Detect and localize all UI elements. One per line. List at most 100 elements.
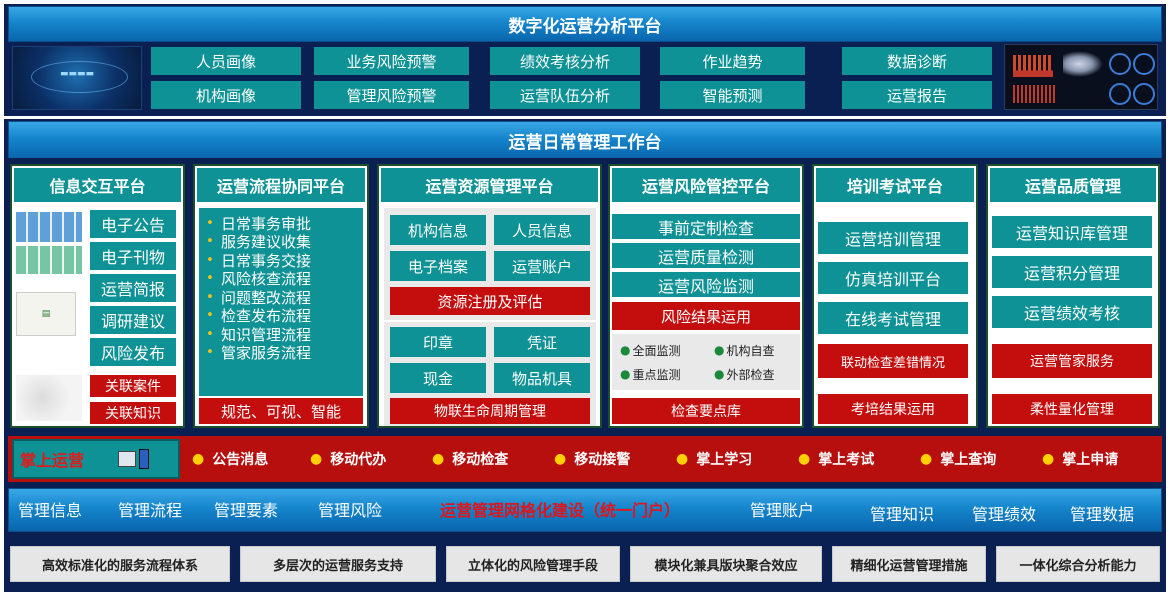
risk-checkpoint-library[interactable]: 检查要点库 [612, 398, 800, 424]
process-item[interactable]: • 日常事务审批 [199, 214, 363, 233]
training-linkage-check[interactable]: 联动检查差错情况 [818, 344, 968, 378]
resource-e-archive[interactable]: 电子档案 [390, 251, 486, 281]
info-item-e-journal[interactable]: 电子刊物 [90, 242, 176, 270]
portal-item-process[interactable]: 管理流程 [118, 501, 183, 520]
process-item[interactable]: •检查发布流程 [199, 307, 363, 325]
mobile-item-announcement[interactable]: ●公告消息 [192, 447, 292, 471]
risk-grid-label: 重点监测 [632, 367, 681, 382]
panel-training-title: 培训考试平台 [816, 168, 974, 202]
training-online-exam[interactable]: 在线考试管理 [818, 302, 968, 334]
info-item-related-knowledge[interactable]: 关联知识 [90, 402, 176, 424]
capability-risk-means: 立体化的风险管理手段 [446, 546, 620, 582]
module-team-analysis[interactable]: 运营队伍分析 [490, 81, 640, 109]
resource-personnel-info[interactable]: 人员信息 [494, 215, 590, 245]
thumbnail-ring [31, 61, 128, 93]
mobile-item-label: 移动检查 [452, 452, 509, 468]
portal-item-performance[interactable]: 管理绩效 [972, 505, 1037, 524]
mobile-item-exam[interactable]: ●掌上考试 [798, 447, 908, 471]
mobile-item-learning[interactable]: ●掌上学习 [676, 447, 786, 471]
mobile-devices-icon [118, 448, 158, 470]
mobile-label: 掌上运营 [20, 451, 85, 470]
risk-key-monitor[interactable]: ●重点监测 [620, 364, 710, 384]
resource-goods-equipment[interactable]: 物品机具 [494, 363, 590, 393]
workbench-title: 运营日常管理工作台 [8, 121, 1162, 159]
risk-pre-check[interactable]: 事前定制检查 [612, 214, 800, 239]
module-smart-forecast[interactable]: 智能预测 [660, 81, 805, 109]
resource-operation-account[interactable]: 运营账户 [494, 251, 590, 281]
quality-knowledge-base[interactable]: 运营知识库管理 [992, 216, 1152, 248]
dashboard-gauge-2 [1133, 53, 1155, 75]
newsletter-cover-thumbnail: ▤ [16, 292, 76, 336]
bullet-icon: • [206, 252, 214, 268]
module-performance-analysis[interactable]: 绩效考核分析 [490, 47, 640, 75]
resource-institution-info[interactable]: 机构信息 [390, 215, 486, 245]
risk-monitoring[interactable]: 运营风险监测 [612, 272, 800, 297]
training-simulation[interactable]: 仿真培训平台 [818, 262, 968, 294]
info-item-related-cases[interactable]: 关联案件 [90, 375, 176, 397]
module-operation-report[interactable]: 运营报告 [842, 81, 992, 109]
portal-band [8, 488, 1162, 532]
resource-voucher[interactable]: 凭证 [494, 327, 590, 357]
risk-result-use[interactable]: 风险结果运用 [612, 302, 800, 330]
panel-resource-title: 运营资源管理平台 [381, 168, 598, 202]
process-item[interactable]: •日常事务交接 [199, 251, 363, 270]
quality-performance[interactable]: 运营绩效考核 [992, 296, 1152, 328]
info-item-research[interactable]: 调研建议 [90, 306, 176, 334]
bullet-icon: ● [192, 451, 205, 467]
bullet-icon: • [206, 215, 214, 231]
portal-item-elements[interactable]: 管理要素 [214, 501, 279, 520]
process-item[interactable]: •管家服务流程 [199, 344, 363, 362]
mobile-item-agency[interactable]: ●移动代办 [310, 447, 420, 471]
mobile-band [8, 436, 1162, 482]
module-personnel-portrait[interactable]: 人员画像 [151, 47, 301, 75]
risk-full-monitor[interactable]: ●全面监测 [620, 340, 710, 360]
resource-cash[interactable]: 现金 [390, 363, 486, 393]
mobile-label-box [12, 439, 180, 479]
resource-seal[interactable]: 印章 [390, 327, 486, 357]
mobile-item-query[interactable]: ●掌上查询 [920, 447, 1030, 471]
process-item-label: 日常事务审批 [221, 214, 312, 233]
module-institution-portrait[interactable]: 机构画像 [151, 81, 301, 109]
risk-quality-detect[interactable]: 运营质量检测 [612, 243, 800, 268]
info-item-risk-release[interactable]: 风险发布 [90, 338, 176, 366]
dashboard-gauge-4 [1133, 83, 1155, 105]
bullet-icon: ● [432, 451, 445, 467]
module-business-risk-warning[interactable]: 业务风险预警 [314, 47, 469, 75]
capability-refined-measures: 精细化运营管理措施 [832, 546, 986, 582]
process-item[interactable]: •服务建议收集 [199, 233, 363, 251]
module-work-trend[interactable]: 作业趋势 [660, 47, 805, 75]
panel-risk-control-title: 运营风险管控平台 [612, 168, 800, 202]
capability-standard-process: 高效标准化的服务流程体系 [10, 546, 230, 582]
phone-icon [139, 449, 149, 469]
process-item[interactable]: •风险核查流程 [199, 270, 363, 288]
portal-item-risk[interactable]: 管理风险 [318, 501, 383, 520]
process-list: •日常事务审批 •服务建议收集 •日常事务交接 •风险核查流程 •问题整改流程 … [199, 208, 363, 396]
quality-flexible-management[interactable]: 柔性量化管理 [992, 394, 1152, 424]
mobile-item-apply[interactable]: ●掌上申请 [1042, 447, 1158, 471]
mobile-item-label: 移动接警 [574, 452, 631, 468]
module-data-diagnosis[interactable]: 数据诊断 [842, 47, 992, 75]
bullet-icon: • [206, 289, 214, 305]
quality-steward-service[interactable]: 运营管家服务 [992, 344, 1152, 378]
module-management-risk-warning[interactable]: 管理风险预警 [314, 81, 469, 109]
bullet-icon: ● [310, 451, 323, 467]
risk-external-check[interactable]: ●外部检查 [714, 364, 798, 384]
info-item-brief[interactable]: 运营简报 [90, 274, 176, 302]
training-exam-result-use[interactable]: 考培结果运用 [818, 394, 968, 424]
process-item[interactable]: •知识管理流程 [199, 325, 363, 344]
portal-item-data[interactable]: 管理数据 [1070, 505, 1135, 524]
resource-registration-eval[interactable]: 资源注册及评估 [390, 287, 590, 315]
training-management[interactable]: 运营培训管理 [818, 222, 968, 254]
process-item[interactable]: •问题整改流程 [199, 288, 363, 307]
portal-item-knowledge[interactable]: 管理知识 [870, 505, 935, 524]
portal-item-account[interactable]: 管理账户 [750, 501, 815, 520]
resource-iot-lifecycle[interactable]: 物联生命周期管理 [390, 398, 590, 424]
mobile-item-inspection[interactable]: ● 移动检查 [432, 447, 542, 471]
portal-item-info[interactable]: 管理信息 [18, 501, 83, 520]
mobile-item-alarm[interactable]: ●移动接警 [554, 447, 664, 471]
quality-points[interactable]: 运营积分管理 [992, 256, 1152, 288]
journal-thumbnail [16, 246, 82, 274]
risk-self-check[interactable]: ●机构自查 [714, 340, 798, 360]
info-item-e-bulletin[interactable]: 电子公告 [90, 210, 176, 238]
